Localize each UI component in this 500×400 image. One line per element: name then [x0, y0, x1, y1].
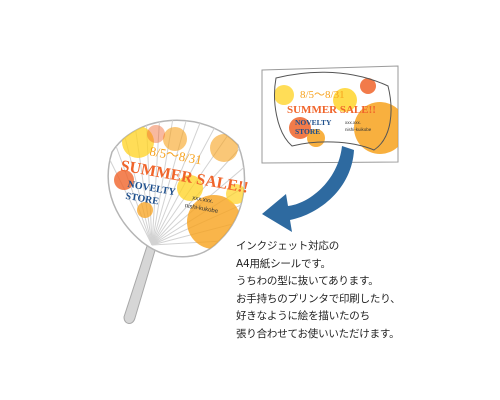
sheet-headline: SUMMER SALE!!: [287, 104, 376, 116]
fan-circle: [137, 202, 153, 218]
fan-handle: [123, 242, 157, 324]
fan-circle: [163, 127, 187, 151]
sticker-sheet: 8/5～8/31 SUMMER SALE!! NOVELTY STORE xxx…: [261, 65, 399, 164]
sheet-circle: [360, 78, 376, 94]
fan-circle: [226, 184, 245, 204]
description-line: うちわの型に抜いてあります。: [236, 275, 379, 288]
sheet-store-line2: STORE: [295, 127, 320, 136]
sheet-url: nishi-kuikobe: [345, 127, 372, 132]
description-line: 好きなように絵を描いたのち: [236, 310, 370, 323]
fan-circle: [210, 134, 238, 162]
sheet-circle: [333, 88, 357, 112]
fan-circle: [114, 170, 134, 190]
sheet-circle: [289, 117, 311, 139]
description-line: 張り合わせてお使いいただけます。: [236, 327, 400, 340]
sheet-address: xxx.xxx.: [345, 120, 361, 125]
sheet-date: 8/5～8/31: [300, 89, 345, 101]
fan-circle: [177, 175, 203, 201]
sheet-circle: [274, 85, 294, 105]
sheet-fan-outline: [274, 71, 392, 151]
description-line: A4用紙シールです。: [236, 257, 331, 270]
fan-address: xxx.xxx.: [192, 195, 214, 205]
curved-arrow-icon: [262, 146, 354, 232]
sheet-store-line1: NOVELTY: [295, 118, 332, 127]
fan-circle: [147, 125, 165, 143]
sheet-circle: [354, 102, 398, 154]
fan-circle: [122, 126, 154, 158]
description-line: インクジェット対応の: [236, 240, 339, 252]
fan-url: nishi-kukobe: [184, 203, 219, 215]
uchiwa-fan: 8/5～8/31 SUMMER SALE!! NOVELTY STORE xxx…: [107, 119, 250, 324]
description-line: お手持ちのプリンタで印刷したり、: [236, 292, 401, 305]
description-text: インクジェット対応の A4用紙シールです。 うちわの型に抜いてあります。 お手持…: [236, 238, 486, 344]
